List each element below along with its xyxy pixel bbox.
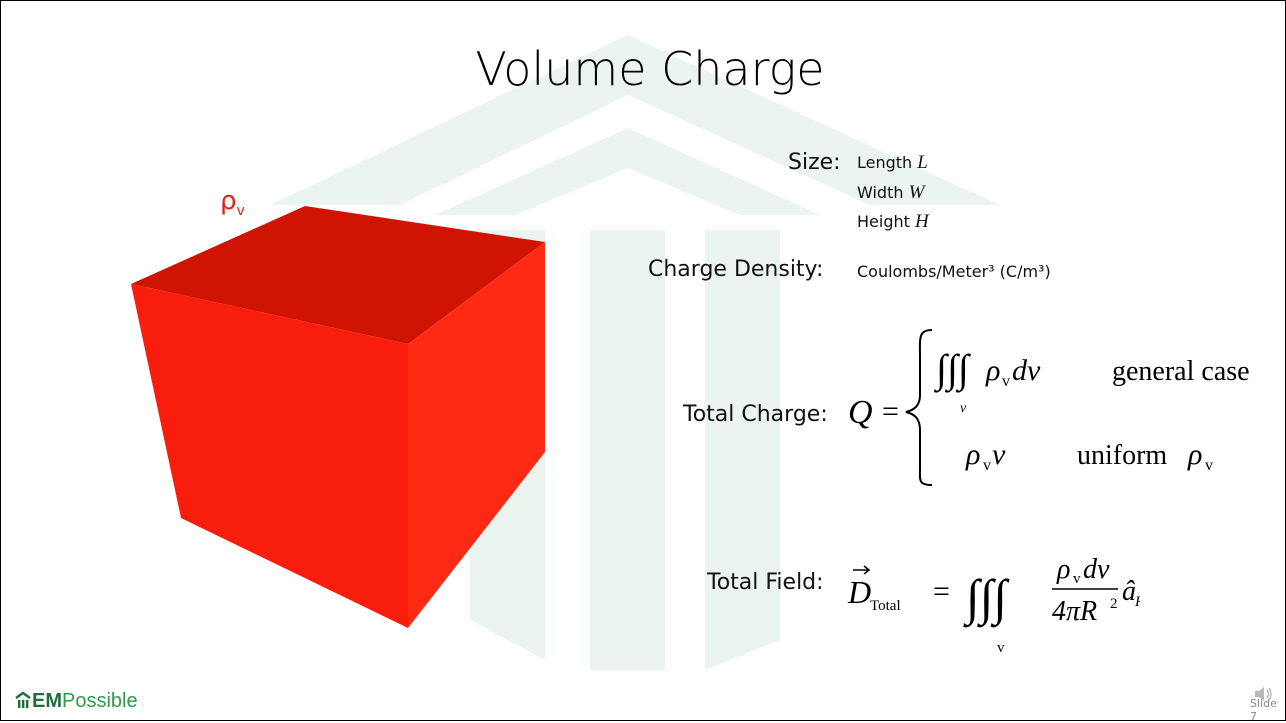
total-field-equation: D Total = ∫∫∫ v ρ v dv 4πR 2 â R [847, 554, 1140, 656]
eq-power: 2 [1110, 596, 1118, 612]
eq-integral-sub: v [960, 401, 967, 416]
rho-v-label: ρv [220, 186, 245, 219]
total-charge-equation: Q = ∫∫∫ v ρ v dv general case ρ v v unif… [848, 329, 1250, 486]
eq-rho-2: ρ [965, 438, 980, 471]
eq-triple-integral-2: ∫∫∫ [963, 569, 1010, 628]
eq-num-rho: ρ [1056, 554, 1070, 585]
eq-uniform: uniform [1077, 440, 1167, 471]
total-charge-label: Total Charge: [683, 402, 828, 427]
eq-dv: dv [1012, 354, 1041, 387]
slide-number: Slide 7 [1250, 697, 1277, 723]
eq-d: D [847, 574, 871, 610]
height-value: Height H [857, 211, 929, 232]
eq-equals-2: = [933, 575, 950, 608]
cube-front-face [131, 284, 408, 628]
eq-a-hat: â [1122, 576, 1136, 607]
eq-a-sub: R [1134, 594, 1140, 610]
eq-rho-sub-3: v [1205, 457, 1213, 474]
eq-denominator: 4πR [1052, 596, 1097, 627]
width-value: Width W [857, 182, 925, 203]
eq-d-sub: Total [870, 598, 901, 614]
eq-num-dv: dv [1083, 554, 1110, 585]
eq-v: v [992, 438, 1006, 471]
logo-icon [15, 691, 31, 708]
slide-title: Volume Charge [475, 42, 825, 96]
eq-q: Q [848, 394, 873, 431]
cube-side-face [408, 242, 545, 628]
eq-brace [905, 329, 933, 486]
eq-equals: = [882, 395, 899, 428]
speaker-icon[interactable] [1253, 685, 1275, 703]
charge-density-value: Coulombs/Meter³ (C/m³) [857, 262, 1051, 281]
charge-density-label: Charge Density: [648, 257, 824, 282]
eq-general-case: general case [1112, 356, 1250, 387]
cube-top-face [131, 206, 545, 344]
eq-num-rho-sub: v [1073, 571, 1081, 587]
size-label: Size: [788, 150, 841, 175]
empossible-logo: EMPossible [14, 690, 138, 713]
total-field-label: Total Field: [707, 570, 824, 595]
eq-rho-sub-2: v [983, 457, 991, 474]
eq-triple-integral: ∫∫∫ [933, 346, 972, 393]
eq-integral-sub-2: v [997, 640, 1005, 656]
eq-rho-sub: v [1002, 373, 1010, 390]
length-value: Length L [857, 152, 928, 173]
eq-rho-3: ρ [1187, 438, 1202, 471]
eq-rho: ρ [985, 354, 1000, 387]
